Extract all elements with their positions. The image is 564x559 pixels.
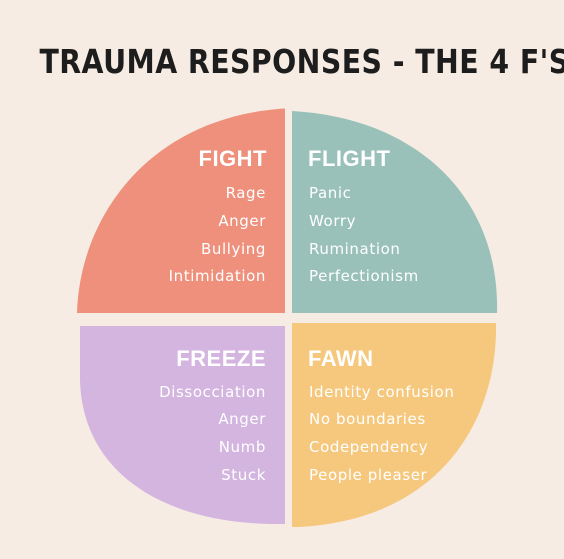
fawn-item: People pleaser bbox=[309, 466, 428, 484]
freeze-item: Dissocciation bbox=[159, 383, 266, 401]
flight-label: FLIGHT bbox=[308, 146, 390, 171]
fight-item: Rage bbox=[226, 184, 266, 202]
flight-quadrant bbox=[292, 111, 498, 313]
fawn-item: Identity confusion bbox=[309, 383, 454, 401]
freeze-label: FREEZE bbox=[176, 346, 266, 371]
freeze-item: Numb bbox=[219, 438, 266, 456]
fight-item: Bullying bbox=[201, 240, 266, 258]
fight-label: FIGHT bbox=[199, 146, 268, 171]
flight-item: Worry bbox=[309, 212, 356, 230]
freeze-quadrant bbox=[80, 326, 285, 525]
flight-item: Rumination bbox=[309, 240, 400, 258]
freeze-item: Anger bbox=[218, 410, 266, 428]
fight-quadrant bbox=[77, 108, 285, 313]
fawn-quadrant bbox=[292, 323, 497, 527]
flight-item: Panic bbox=[309, 184, 352, 202]
flight-item: Perfectionism bbox=[309, 267, 419, 285]
freeze-item: Stuck bbox=[221, 466, 266, 484]
fight-item: Intimidation bbox=[169, 267, 266, 285]
fight-item: Anger bbox=[218, 212, 266, 230]
page-title: TRAUMA RESPONSES - THE 4 F'S bbox=[39, 42, 564, 81]
fawn-label: FAWN bbox=[308, 346, 374, 371]
fawn-item: Codependency bbox=[309, 438, 428, 456]
fawn-item: No boundaries bbox=[309, 410, 426, 428]
